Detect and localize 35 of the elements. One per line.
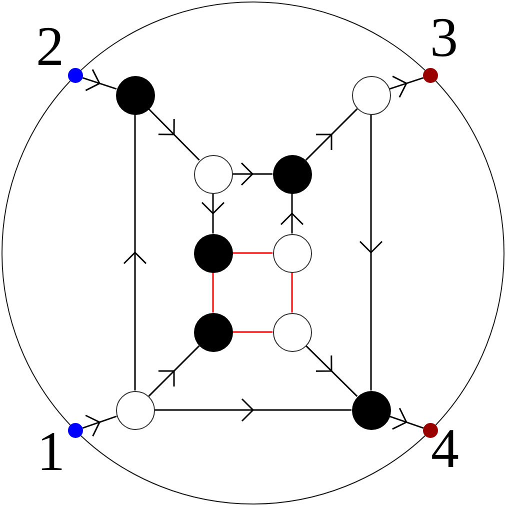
arrow xyxy=(123,114,147,390)
connector-line xyxy=(212,272,214,312)
arrow xyxy=(148,108,200,161)
arrow xyxy=(280,194,304,234)
arrow xyxy=(359,114,383,390)
boundary-label: 1 xyxy=(37,424,65,480)
boundary-point xyxy=(68,423,83,438)
arrow xyxy=(305,345,358,397)
arrow xyxy=(201,194,225,234)
boundary-point xyxy=(423,68,438,83)
filled-vertex xyxy=(272,154,312,194)
arrow xyxy=(305,108,358,161)
arrow xyxy=(232,162,272,186)
boundary-label: 3 xyxy=(430,10,458,66)
filled-vertex xyxy=(194,312,232,352)
arrow xyxy=(389,76,424,98)
boundary-label: 2 xyxy=(36,19,64,75)
filled-vertex xyxy=(352,390,390,430)
connector-line xyxy=(291,272,293,312)
arrow xyxy=(389,407,424,430)
arrow xyxy=(154,398,352,422)
arrow xyxy=(148,345,200,397)
hollow-vertex xyxy=(272,312,312,352)
arrow xyxy=(82,68,117,92)
connector-line xyxy=(232,331,272,333)
connector-line xyxy=(232,252,272,254)
arrow xyxy=(82,414,117,437)
boundary-point xyxy=(68,68,83,83)
boundary-label: 4 xyxy=(431,421,459,477)
filled-vertex xyxy=(116,76,154,114)
hollow-vertex xyxy=(272,234,312,272)
hollow-vertex xyxy=(352,76,390,114)
filled-vertex xyxy=(194,234,232,272)
hollow-vertex xyxy=(194,154,232,194)
hollow-vertex xyxy=(116,390,154,430)
